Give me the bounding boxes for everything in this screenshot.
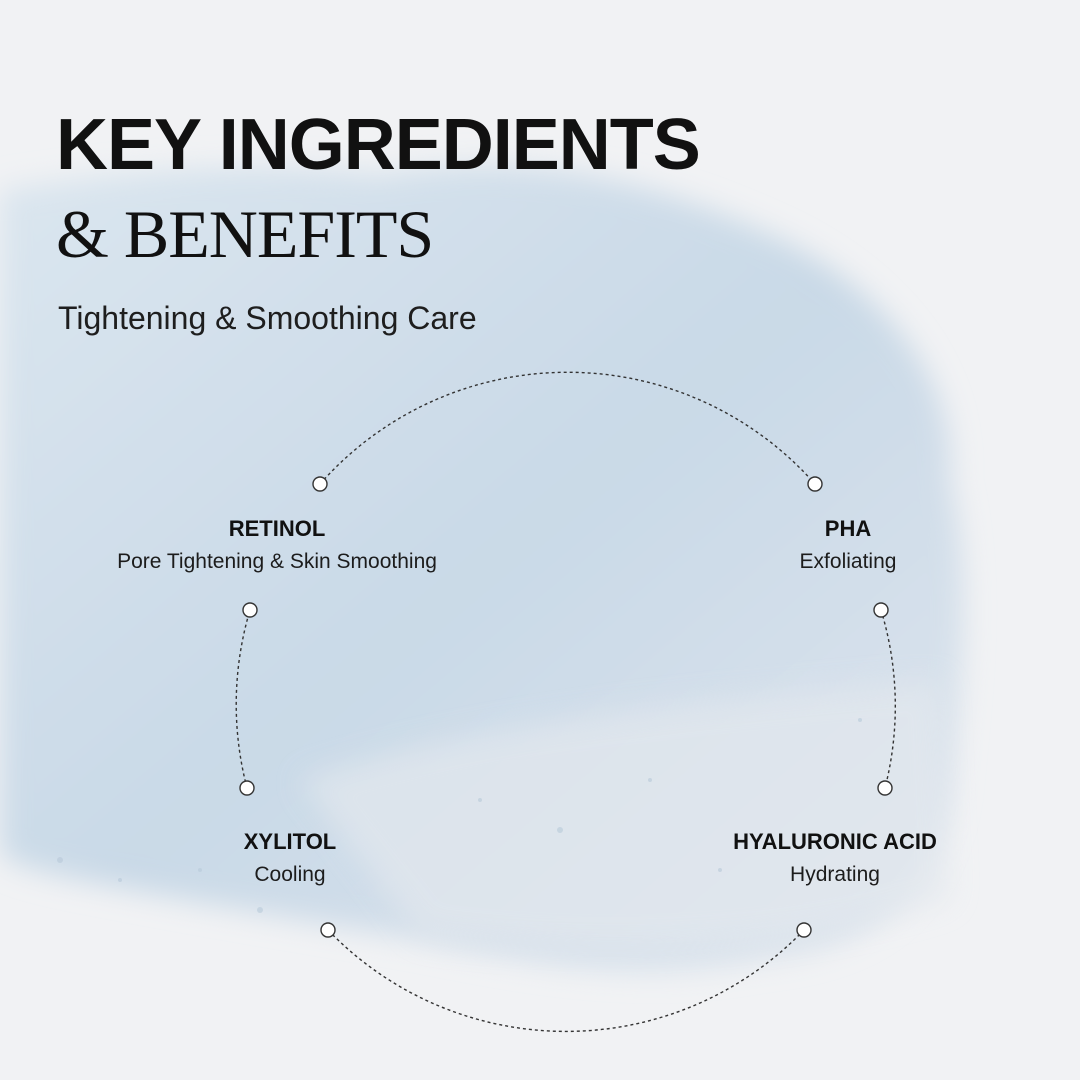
ingredient-pha: PHA Exfoliating [800, 516, 897, 574]
ingredient-name: PHA [824, 516, 872, 541]
node-dot [873, 602, 889, 618]
ingredient-benefit: Pore Tightening & Skin Smoothing [117, 550, 437, 573]
ingredient-name: XYLITOL [243, 829, 337, 854]
node-dot [796, 922, 812, 938]
node-dot [242, 602, 258, 618]
node-dot [807, 476, 823, 492]
node-dot [312, 476, 328, 492]
ingredient-name: HYALURONIC ACID [733, 829, 937, 854]
ingredient-name: RETINOL [228, 516, 326, 541]
ingredient-retinol: RETINOL Pore Tightening & Skin Smoothing [117, 516, 437, 574]
ingredient-benefit: Cooling [254, 863, 326, 886]
ingredient-hyaluronic-acid: HYALURONIC ACID Hydrating [733, 829, 937, 887]
title-line-2: & BENEFITS [56, 196, 434, 272]
node-dot [877, 780, 893, 796]
node-dot [239, 780, 255, 796]
ingredient-benefit: Exfoliating [799, 550, 897, 573]
subtitle: Tightening & Smoothing Care [58, 300, 477, 336]
arc-top [319, 371, 816, 485]
arc-left [235, 609, 251, 789]
arc-right [880, 609, 896, 789]
node-dot [320, 922, 336, 938]
ingredient-xylitol: XYLITOL Cooling [244, 829, 337, 887]
title-line-1: KEY INGREDIENTS [56, 105, 701, 185]
arc-bottom [327, 929, 805, 1033]
ingredient-benefit: Hydrating [790, 863, 880, 886]
